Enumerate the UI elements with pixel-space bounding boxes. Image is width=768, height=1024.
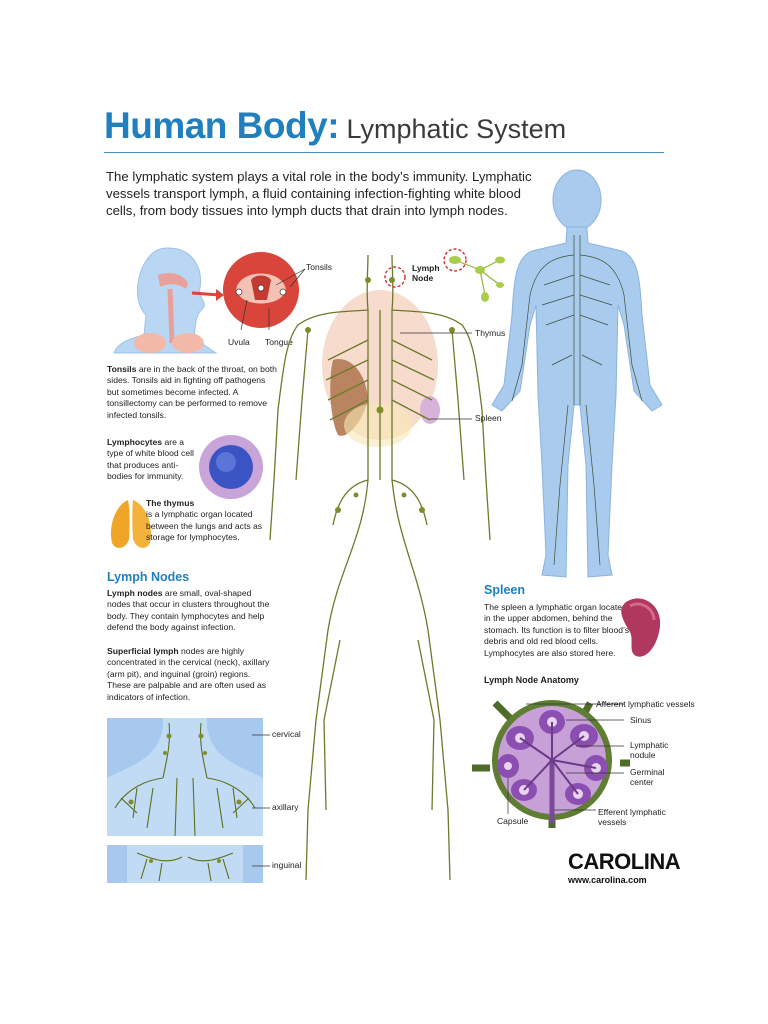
spleen-organ-illustration bbox=[621, 598, 661, 657]
label-efferent: Efferent lymphatic vessels bbox=[598, 807, 666, 827]
label-sinus: Sinus bbox=[630, 715, 652, 725]
superficial-body: nodes are highly concentrated in the cer… bbox=[107, 646, 270, 702]
superficial-term: Superficial lymph bbox=[107, 646, 179, 656]
label-axillary: axillary bbox=[272, 802, 299, 812]
label-inguinal: inguinal bbox=[272, 860, 302, 870]
thymus-body: is a lymphatic organ located between the… bbox=[146, 509, 263, 543]
cervical-axillary-illustration bbox=[107, 718, 263, 837]
lymphatic-network-illustration bbox=[269, 254, 491, 881]
title-subtitle: Lymphatic System bbox=[339, 114, 567, 144]
label-thymus: Thymus bbox=[475, 328, 506, 338]
anatomy-leaders bbox=[526, 703, 624, 811]
lymph-nodes-term: Lymph nodes bbox=[107, 588, 163, 598]
lymph-nodes-paragraph-1: Lymph nodes are small, oval-shaped nodes… bbox=[107, 588, 272, 634]
region-leaders bbox=[252, 734, 270, 867]
tonsils-leader bbox=[275, 268, 306, 288]
label-spleen: Spleen bbox=[475, 413, 502, 423]
label-tonsils: Tonsils bbox=[306, 262, 332, 272]
lymph-node-anatomy-diagram bbox=[472, 700, 630, 828]
title-rule bbox=[104, 152, 664, 153]
label-lymphatic-nodule: Lymphatic nodule bbox=[630, 740, 669, 760]
title-separator: : bbox=[327, 105, 340, 146]
anatomy-heading: Lymph Node Anatomy bbox=[484, 675, 579, 685]
thymus-term: The thymus bbox=[146, 498, 195, 508]
label-tongue: Tongue bbox=[265, 337, 293, 347]
carolina-logo: CAROLINA bbox=[568, 849, 681, 874]
label-uvula: Uvula bbox=[228, 337, 250, 347]
inguinal-illustration bbox=[107, 845, 263, 883]
thymus-illustration bbox=[110, 500, 152, 548]
tonsils-description: Tonsils are in the back of the throat, o… bbox=[107, 364, 277, 421]
title-main: Human Body bbox=[104, 105, 328, 146]
tonsils-term: Tonsils bbox=[107, 364, 137, 374]
lymphocyte-cell-illustration bbox=[199, 435, 263, 499]
spleen-heading: Spleen bbox=[484, 583, 525, 597]
label-afferent: Afferent lymphatic vessels bbox=[596, 699, 695, 709]
label-cervical: cervical bbox=[272, 729, 301, 739]
lymphocytes-term: Lymphocytes bbox=[107, 437, 163, 447]
lymphocytes-description: Lymphocytes are a type of white blood ce… bbox=[107, 437, 195, 483]
label-germinal-center: Germinal center bbox=[630, 767, 665, 787]
capsule-leader bbox=[507, 778, 509, 814]
page-title: Human Body: Lymphatic System bbox=[104, 104, 566, 151]
label-capsule: Capsule bbox=[497, 816, 529, 826]
lymph-nodes-paragraph-2: Superficial lymph nodes are highly conce… bbox=[107, 646, 272, 703]
lymph-node-callout bbox=[443, 248, 505, 302]
head-profile-illustration bbox=[113, 247, 224, 354]
lymph-nodes-heading: Lymph Nodes bbox=[107, 570, 190, 584]
tonsils-body: are in the back of the throat, on both s… bbox=[107, 364, 277, 420]
lymphocytes-body: are a type of white blood cell that prod… bbox=[107, 437, 194, 482]
body-figure-illustration bbox=[491, 169, 663, 578]
lymph-nodes-body: are small, oval-shaped nodes that occur … bbox=[107, 588, 270, 633]
intro-paragraph: The lymphatic system plays a vital role … bbox=[106, 169, 532, 218]
throat-illustration bbox=[223, 252, 299, 331]
organ-leaders bbox=[400, 332, 472, 420]
label-lymph-node: Lymph Node bbox=[412, 263, 440, 283]
carolina-url[interactable]: www.carolina.com bbox=[568, 875, 647, 885]
spleen-description: The spleen a lymphatic organ located in … bbox=[484, 602, 630, 658]
